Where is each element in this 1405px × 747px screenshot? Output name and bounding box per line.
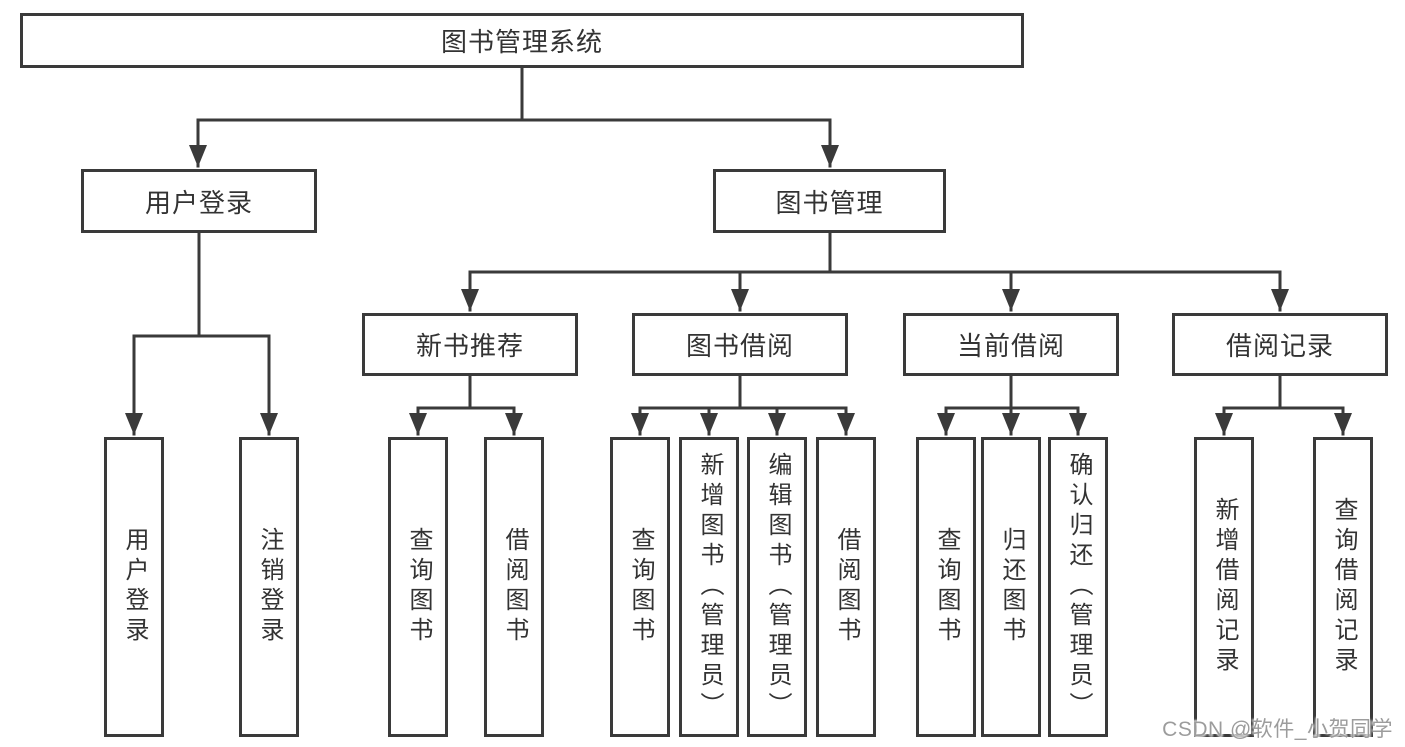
node-label: 借阅图书 bbox=[501, 527, 528, 647]
node-leaf-logout: 注销登录 bbox=[239, 437, 299, 737]
node-label: 图书管理系统 bbox=[440, 27, 603, 57]
node-label: 注销登录 bbox=[256, 527, 283, 647]
node-leaf-query-borrow-record: 查询借阅记录 bbox=[1313, 437, 1373, 737]
node-label: 用户登录 bbox=[144, 187, 253, 218]
node-leaf-add-books-admin: 新增图书（管理员） bbox=[679, 437, 739, 737]
node-leaf-edit-books-admin: 编辑图书（管理员） bbox=[747, 437, 807, 737]
node-borrowing-records: 借阅记录 bbox=[1172, 313, 1388, 376]
node-user-login: 用户登录 bbox=[81, 169, 317, 233]
node-label: 查询借阅记录 bbox=[1330, 497, 1357, 677]
node-label: 图书借阅 bbox=[685, 331, 794, 361]
node-leaf-query-books-recommend: 查询图书 bbox=[388, 437, 448, 737]
node-book-management: 图书管理 bbox=[713, 169, 946, 233]
node-leaf-query-books-borrowing: 查询图书 bbox=[610, 437, 670, 737]
node-leaf-user-login: 用户登录 bbox=[104, 437, 164, 737]
node-book-borrowing: 图书借阅 bbox=[632, 313, 848, 376]
node-label: 借阅图书 bbox=[833, 527, 860, 647]
node-label: 新书推荐 bbox=[415, 331, 524, 361]
node-leaf-borrow-books: 借阅图书 bbox=[816, 437, 876, 737]
node-new-book-recommend: 新书推荐 bbox=[362, 313, 578, 376]
node-leaf-confirm-return-admin: 确认归还（管理员） bbox=[1048, 437, 1108, 737]
node-label: 当前借阅 bbox=[956, 331, 1065, 361]
node-label: 查询图书 bbox=[933, 527, 960, 647]
node-label: 新增图书（管理员） bbox=[696, 452, 723, 722]
node-label: 用户登录 bbox=[121, 527, 148, 647]
csdn-watermark: CSDN @软件_小贺同学 bbox=[1162, 718, 1393, 741]
node-label: 编辑图书（管理员） bbox=[764, 452, 791, 722]
node-leaf-return-books: 归还图书 bbox=[981, 437, 1041, 737]
node-label: 归还图书 bbox=[998, 527, 1025, 647]
node-leaf-add-borrow-record: 新增借阅记录 bbox=[1194, 437, 1254, 737]
node-leaf-borrow-books-recommend: 借阅图书 bbox=[484, 437, 544, 737]
node-leaf-query-books-current: 查询图书 bbox=[916, 437, 976, 737]
node-current-borrowing: 当前借阅 bbox=[903, 313, 1119, 376]
node-library-management-system: 图书管理系统 bbox=[20, 13, 1024, 68]
node-label: 借阅记录 bbox=[1225, 331, 1334, 361]
node-label: 图书管理 bbox=[775, 187, 884, 218]
node-label: 查询图书 bbox=[405, 527, 432, 647]
node-label: 确认归还（管理员） bbox=[1065, 452, 1092, 722]
node-label: 查询图书 bbox=[627, 527, 654, 647]
node-label: 新增借阅记录 bbox=[1211, 497, 1238, 677]
